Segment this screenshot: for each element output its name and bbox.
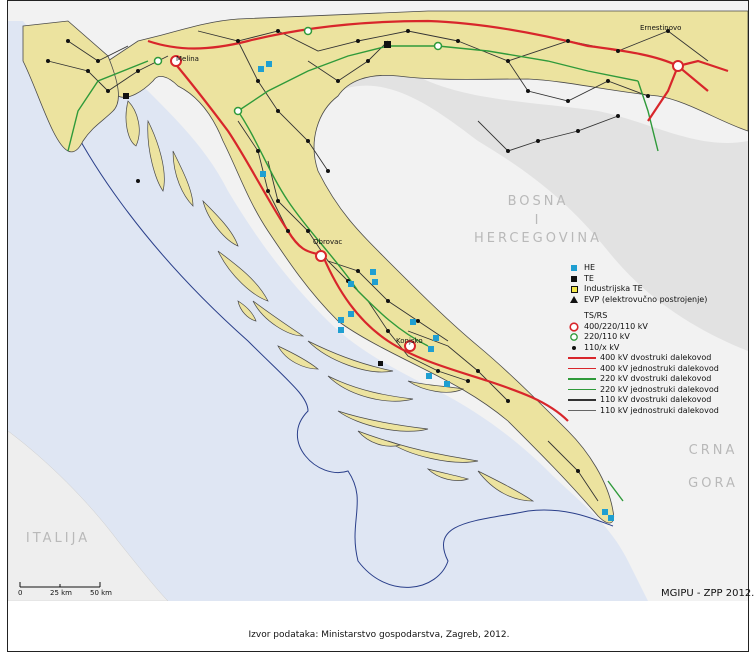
line-swatch bbox=[568, 368, 596, 370]
place-label-konjsko: Konjsko bbox=[396, 337, 423, 345]
country-label-montenegro-1: CRNA bbox=[688, 443, 738, 458]
ring-red-icon bbox=[568, 322, 580, 332]
legend-label: 400 kV dvostruki dalekovod bbox=[600, 353, 712, 362]
legend-label: 220 kV jednostruki dalekovod bbox=[600, 384, 719, 394]
croatia-land bbox=[105, 10, 748, 524]
substations-220 bbox=[153, 26, 443, 116]
legend-row-line-110-double: 110 kV dvostruki dalekovod bbox=[568, 395, 755, 406]
substations-110 bbox=[46, 29, 670, 473]
map-frame: BOSNA I HERCEGOVINA CRNA GORA ITALIJA Me… bbox=[7, 0, 754, 652]
ring-green-icon bbox=[568, 332, 580, 342]
legend-label: 220/110 kV bbox=[584, 332, 630, 341]
country-label-bosnia-3: HERCEGOVINA bbox=[473, 231, 603, 246]
legend-row-line-110-single: 110 kV jednostruki dalekovod bbox=[568, 406, 755, 417]
line-swatch bbox=[568, 399, 596, 402]
legend-label: 220 kV dvostruki dalekovod bbox=[600, 374, 712, 383]
place-label-melina: Melina bbox=[176, 55, 199, 63]
legend-label: EVP (elektrovučno postrojenje) bbox=[584, 294, 708, 304]
legend-row-ts-400: 400/220/110 kV bbox=[568, 322, 755, 333]
legend-row-evp: EVP (elektrovučno postrojenje) bbox=[568, 295, 755, 306]
islands bbox=[125, 100, 535, 502]
country-label-montenegro-2: GORA bbox=[688, 476, 738, 491]
grid-220kv bbox=[67, 45, 659, 502]
data-source-caption: Izvor podataka: Ministarstvo gospodarstv… bbox=[248, 630, 510, 640]
legend-label: TE bbox=[584, 273, 594, 283]
line-swatch bbox=[568, 410, 596, 412]
country-label-italy: ITALIJA bbox=[25, 531, 91, 546]
scale-label-mid: 25 km bbox=[50, 589, 73, 597]
relief-shading bbox=[338, 67, 748, 351]
legend-label: 400 kV jednostruki dalekovod bbox=[600, 363, 719, 373]
legend-row-he: HE bbox=[568, 263, 755, 274]
triangle-icon bbox=[568, 295, 580, 305]
scale-bar-graphic bbox=[19, 582, 101, 588]
hydro-plant-icon bbox=[568, 263, 580, 273]
thermal-plants bbox=[123, 41, 391, 366]
territorial-sea-boundary bbox=[37, 40, 614, 588]
italy-coast bbox=[8, 430, 169, 601]
map-canvas bbox=[8, 1, 748, 601]
dot-icon bbox=[568, 343, 580, 353]
line-swatch bbox=[568, 378, 596, 381]
legend-label: HE bbox=[584, 263, 596, 272]
country-label-bosnia-2: I bbox=[534, 213, 542, 228]
line-swatch bbox=[568, 389, 596, 391]
scale-bar: 0 25 km 50 km bbox=[18, 581, 138, 601]
scale-label-end: 50 km bbox=[90, 589, 113, 597]
industrial-plant-icon bbox=[568, 284, 580, 294]
substations-400 bbox=[170, 55, 684, 352]
legend-label: 110 kV jednostruki dalekovod bbox=[600, 405, 719, 415]
legend-label: 110/x kV bbox=[584, 342, 620, 352]
map-legend: HE TE Industrijska TE EVP (elektrovučno … bbox=[568, 263, 755, 416]
legend-row-industrial-te: Industrijska TE bbox=[568, 284, 755, 295]
legend-row-te: TE bbox=[568, 274, 755, 285]
legend-label: 110 kV dvostruki dalekovod bbox=[600, 395, 712, 404]
legend-subheading: TS/RS bbox=[584, 311, 608, 320]
scale-label-zero: 0 bbox=[18, 589, 23, 597]
place-label-ernestinovo: Ernestinovo bbox=[640, 24, 682, 32]
line-swatch bbox=[568, 357, 596, 360]
grid-400kv bbox=[147, 19, 729, 422]
place-label-obrovac: Obrovac bbox=[313, 238, 343, 246]
legend-row-line-400-single: 400 kV jednostruki dalekovod bbox=[568, 364, 755, 375]
adriatic-sea bbox=[8, 21, 648, 601]
istria bbox=[22, 20, 119, 153]
legend-label: Industrijska TE bbox=[584, 284, 643, 293]
legend-label: 400/220/110 kV bbox=[584, 321, 648, 331]
country-label-bosnia-1: BOSNA bbox=[507, 194, 569, 209]
legend-row-line-220-single: 220 kV jednostruki dalekovod bbox=[568, 385, 755, 396]
legend-row-ts-110: 110/x kV bbox=[568, 343, 755, 354]
legend-row-ts-220: 220/110 kV bbox=[568, 332, 755, 343]
hydro-plants bbox=[258, 61, 614, 521]
thermal-plant-icon bbox=[568, 274, 580, 284]
legend-row-line-400-double: 400 kV dvostruki dalekovod bbox=[568, 353, 755, 364]
map-credit: MGIPU - ZPP 2012. bbox=[661, 588, 755, 599]
legend-row-line-220-double: 220 kV dvostruki dalekovod bbox=[568, 374, 755, 385]
